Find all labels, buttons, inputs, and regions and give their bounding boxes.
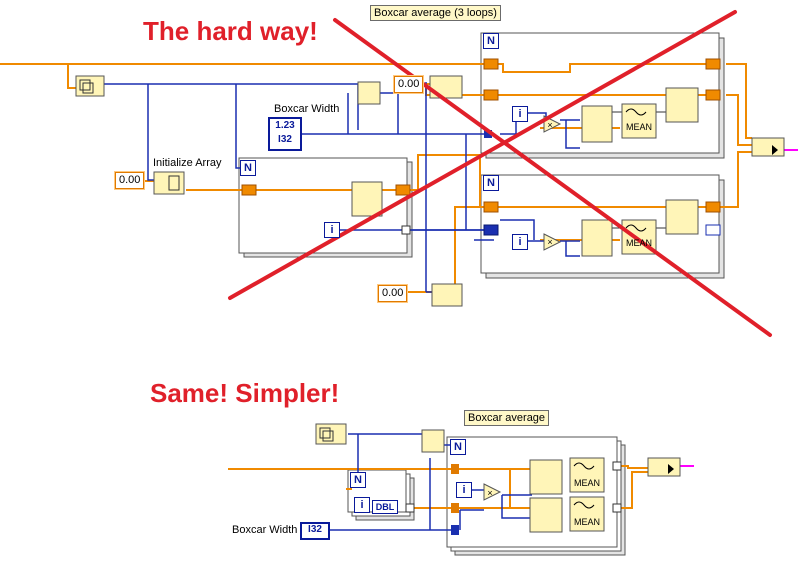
loop-count-terminal: N [483, 33, 499, 49]
shift-register [705, 201, 721, 213]
multiply-label: × [487, 488, 493, 498]
shift-register [483, 89, 499, 101]
mean-label: MEAN [625, 238, 652, 248]
headline-hard-way: The hard way! [143, 16, 318, 46]
array-subset-node [581, 219, 613, 257]
tunnel [451, 503, 459, 513]
array-subset-node [351, 181, 383, 217]
iteration-terminal: i [354, 497, 370, 513]
tunnel [612, 461, 622, 471]
top-frame-label: Boxcar average (3 loops) [370, 5, 501, 21]
multiply-node [543, 233, 562, 251]
constant-c[interactable]: 0.00 [376, 284, 409, 303]
shift-register-blue [483, 224, 499, 236]
constant-b[interactable]: 0.00 [392, 75, 425, 94]
initialize-array-label: Initialize Array [153, 157, 222, 169]
constant-a[interactable]: 0.00 [113, 171, 146, 190]
mean-label: MEAN [625, 122, 652, 132]
array-subset-node [581, 105, 613, 143]
dbl-conversion: DBL [372, 500, 398, 514]
loop-count-terminal: N [483, 175, 499, 191]
build-array-node [751, 137, 785, 157]
iteration-terminal: i [324, 222, 340, 238]
shift-register-blue [705, 224, 721, 236]
headline-simpler: Same! Simpler! [150, 378, 340, 408]
tunnel [405, 503, 415, 513]
boxcar-width-type: I32 [278, 134, 292, 145]
build-array-node [647, 457, 681, 477]
loop-count-terminal: N [240, 160, 256, 176]
loop-count-terminal: N [350, 472, 366, 488]
shift-register [483, 201, 499, 213]
bottom-orange-wires [228, 465, 648, 509]
tunnel [612, 503, 622, 513]
shift-register [705, 89, 721, 101]
mean-label: MEAN [573, 517, 600, 527]
loop-count-terminal: N [450, 439, 466, 455]
initialize-array-node-3 [431, 283, 463, 307]
multiply-label: × [547, 237, 553, 247]
bottom-frame-label: Boxcar average [464, 410, 550, 426]
bottom-nodes [315, 423, 681, 535]
tunnel [401, 225, 411, 235]
replace-array-node [665, 87, 699, 123]
shift-register [395, 184, 411, 196]
boxcar-width-value: 1.23 [275, 120, 295, 131]
boxcar-width-control-bottom[interactable]: I32 [300, 522, 330, 540]
multiply-node [483, 483, 502, 501]
shift-register [241, 184, 257, 196]
mean-node [569, 457, 605, 493]
shift-register [483, 58, 499, 70]
boxcar-width-label-top: Boxcar Width [274, 103, 340, 115]
array-subset-node [529, 459, 563, 495]
mean-node [569, 496, 605, 532]
replace-array-node [665, 199, 699, 235]
shift-register [705, 58, 721, 70]
multiply-label: × [547, 120, 553, 130]
tunnel [451, 464, 459, 474]
quotient-node [357, 81, 381, 105]
boxcar-width-control-top[interactable]: 1.23 I32 [268, 117, 302, 151]
iteration-terminal: i [456, 482, 472, 498]
mean-node [621, 103, 657, 139]
red-cross [228, 10, 772, 337]
array-subset-node [529, 497, 563, 533]
iteration-terminal: i [512, 234, 528, 250]
mean-label: MEAN [573, 478, 600, 488]
iteration-terminal: i [512, 106, 528, 122]
boxcar-width-label-bottom: Boxcar Width [232, 524, 298, 536]
tunnel [451, 525, 459, 535]
quotient-node [421, 429, 445, 453]
tunnel [484, 130, 492, 138]
